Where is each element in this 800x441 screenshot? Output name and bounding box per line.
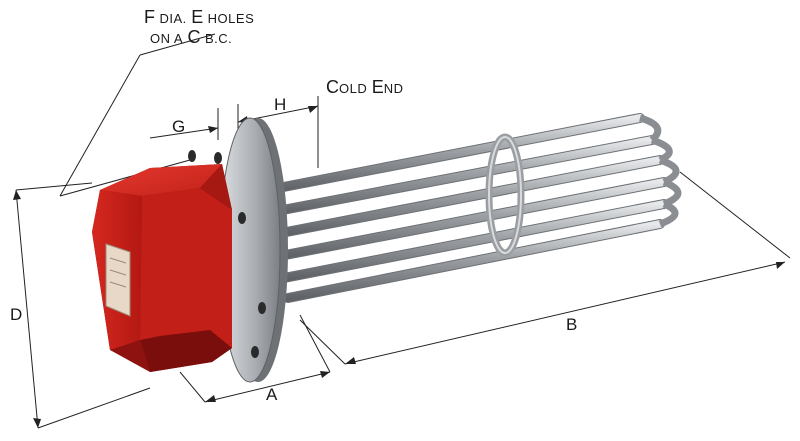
label-h: H xyxy=(274,95,287,114)
arrowheads xyxy=(13,106,785,428)
label-holes-line1: F DIA. E HOLES xyxy=(144,7,255,27)
label-cold-end: COLD END xyxy=(326,77,404,97)
label-holes-line2: ON A C B.C. xyxy=(150,27,233,47)
dimension-lines xyxy=(15,33,791,429)
label-a: A xyxy=(266,385,278,404)
tube-group xyxy=(263,113,669,303)
flange xyxy=(188,117,288,383)
nameplate xyxy=(105,243,131,317)
label-g: G xyxy=(172,117,186,136)
terminal-housing xyxy=(92,164,232,372)
tube-bends xyxy=(638,114,682,228)
label-d: D xyxy=(10,305,23,324)
heating-elements xyxy=(263,113,682,303)
label-b: B xyxy=(566,315,578,334)
bolt-holes xyxy=(188,150,266,358)
